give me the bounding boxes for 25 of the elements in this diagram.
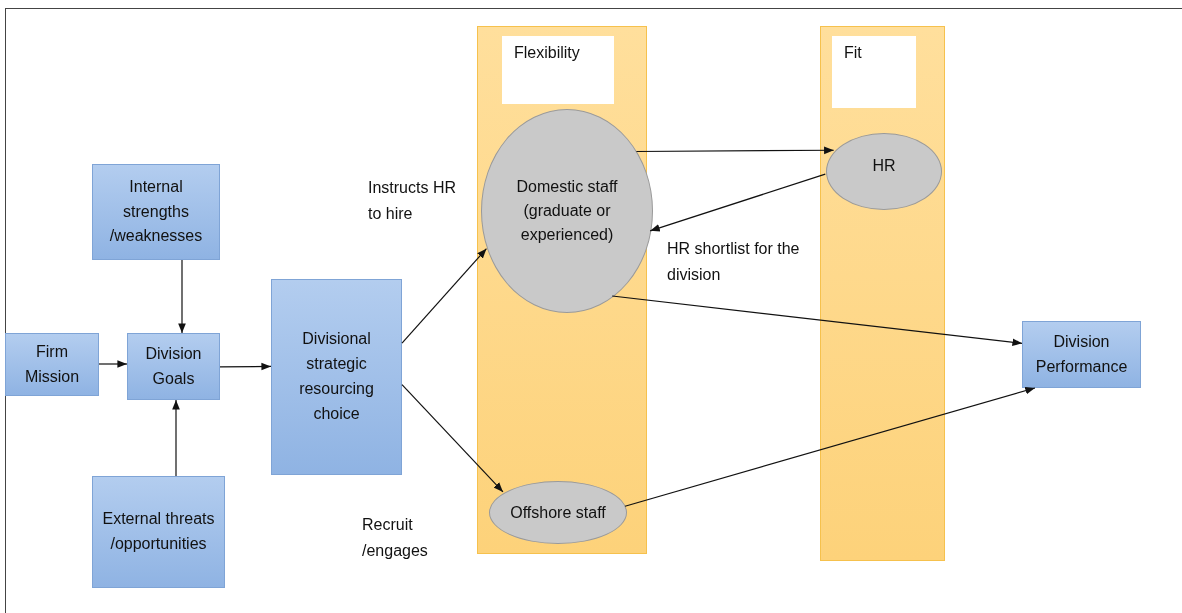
process-box: External threats /opportunities <box>92 476 225 588</box>
arrow <box>401 384 504 493</box>
arrow <box>172 399 180 477</box>
arrow <box>611 295 1023 346</box>
process-box: Divisional strategic resourcing choice <box>271 279 402 475</box>
arrow <box>401 248 488 344</box>
arrow <box>649 173 826 232</box>
edge-label: HR shortlist for the division <box>667 239 801 285</box>
arrow <box>624 386 1036 507</box>
ellipse-node: Offshore staff <box>489 481 627 544</box>
edge-label: Recruit /engages <box>362 515 429 561</box>
edge-label: Instructs HR to hire <box>368 178 457 224</box>
process-box: Firm Mission <box>5 333 99 396</box>
process-box: Division Performance <box>1022 321 1141 388</box>
column-heading: Fit <box>832 36 916 108</box>
ellipse-node: Domestic staff (graduate or experienced) <box>481 109 653 313</box>
arrow <box>635 146 835 155</box>
ellipse-node: HR <box>826 133 942 210</box>
process-box: Division Goals <box>127 333 220 400</box>
column-heading: Flexibility <box>502 36 614 104</box>
arrow <box>219 362 272 371</box>
column-band <box>820 26 945 561</box>
process-box: Internal strengths /weaknesses <box>92 164 220 260</box>
arrow <box>98 360 128 368</box>
arrow <box>178 259 186 334</box>
